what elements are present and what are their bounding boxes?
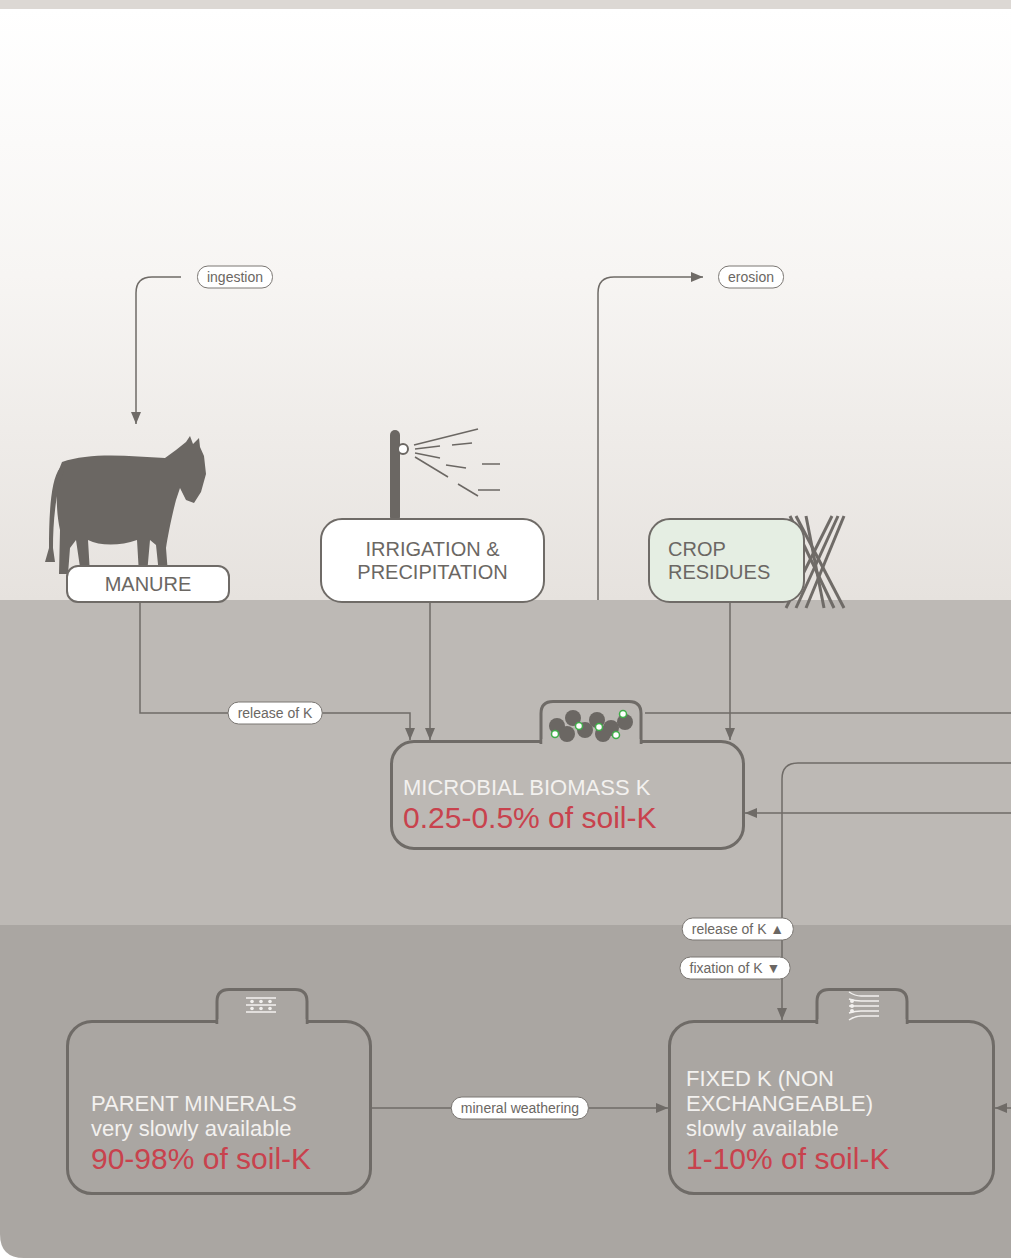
process-label: erosion: [718, 266, 784, 289]
tab-outline: [217, 990, 307, 1025]
node-title: CROP RESIDUES: [668, 538, 773, 584]
process-label: ingestion: [197, 266, 273, 289]
sky-band: [0, 9, 1011, 600]
tab-outline: [541, 702, 641, 745]
source-box: IRRIGATION & PRECIPITATION: [320, 518, 545, 603]
source-box: CROP RESIDUES: [648, 518, 805, 603]
node-title: FIXED K (NON EXCHANGEABLE): [686, 1066, 982, 1117]
process-label: release of K ▲: [682, 918, 794, 941]
node-title: MANURE: [105, 573, 192, 596]
pool-tab: [539, 700, 643, 750]
pool-icon: [849, 992, 879, 1020]
cow-tail: [45, 468, 64, 562]
tab-join: [819, 1019, 906, 1027]
cow-figure: [57, 436, 206, 574]
pool-box: MICROBIAL BIOMASS K0.25-0.5% of soil-K: [390, 740, 745, 850]
pool-box: FIXED K (NON EXCHANGEABLE)slowly availab…: [668, 1020, 995, 1195]
node-title: IRRIGATION & PRECIPITATION: [334, 538, 531, 584]
fixed-inflow-line: [995, 1107, 1011, 1109]
flow-arrow: [140, 603, 410, 740]
node-subtitle: very slowly available: [91, 1116, 292, 1141]
node-title: MICROBIAL BIOMASS K: [403, 775, 650, 800]
node-title: PARENT MINERALS: [91, 1091, 297, 1116]
flow-arrow: [429, 603, 431, 740]
share-value: 0.25-0.5% of soil-K: [403, 801, 656, 836]
tab-join: [543, 739, 640, 747]
process-label: fixation of K ▼: [680, 957, 791, 980]
ingestion-line: [136, 277, 181, 424]
tab-outline: [817, 990, 907, 1025]
share-value: 1-10% of soil-K: [686, 1142, 889, 1177]
flow-label: mineral weathering: [451, 1097, 589, 1120]
pool-box: PARENT MINERALSvery slowly available90-9…: [66, 1020, 372, 1195]
node-subtitle: slowly available: [686, 1116, 839, 1141]
tab-join: [219, 1019, 306, 1027]
sprinkler-nozzle: [398, 444, 408, 454]
sprinkler-post: [390, 430, 400, 522]
flow-arrow: [729, 603, 731, 740]
share-value: 90-98% of soil-K: [91, 1142, 311, 1177]
spray-lines: [414, 429, 500, 496]
flow-lines: [136, 277, 1011, 1108]
pool-tab: [215, 988, 309, 1030]
flow-label: release of K: [228, 702, 323, 725]
input-bus-line: [645, 712, 1011, 714]
pool-icon: [246, 998, 276, 1012]
top-strip: [0, 0, 1011, 9]
exchange-line: [782, 763, 1011, 1020]
microbial-inflow-line: [745, 812, 1011, 814]
subsoil-band: [0, 925, 1011, 1258]
pool-icon: [549, 710, 633, 742]
source-box: MANURE: [66, 565, 230, 603]
pool-tab: [815, 988, 909, 1030]
